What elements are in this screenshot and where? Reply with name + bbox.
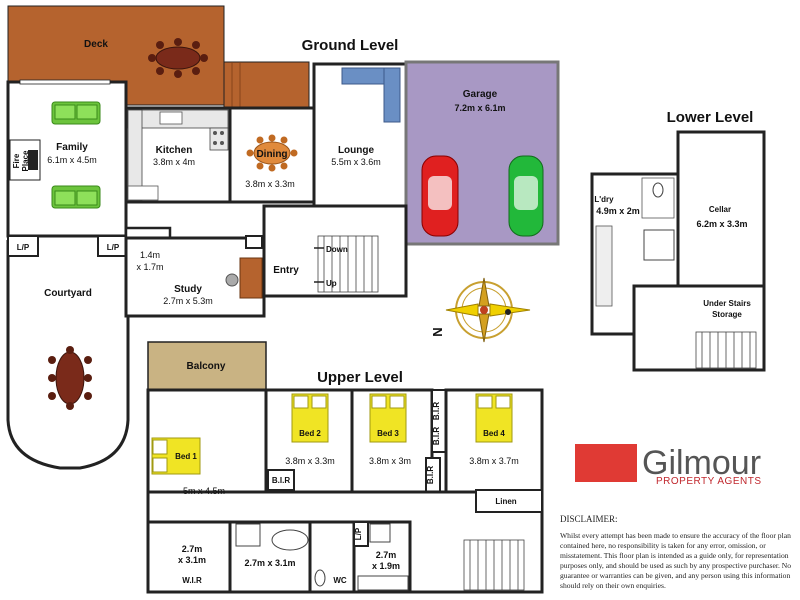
disclaimer-line: purposes only, and should be used as suc… — [560, 561, 791, 570]
red-car-icon — [421, 155, 459, 237]
wc-label: WC — [333, 576, 347, 585]
study-label: Study — [174, 284, 202, 295]
dining-table-icon — [246, 134, 298, 172]
bed1-label: Bed 1 — [175, 452, 197, 461]
disclaimer: DISCLAIMER: Whilst every attempt has bee… — [560, 514, 791, 590]
bathroom-dimension-2: x 1.9m — [372, 561, 400, 571]
disclaimer-line: misstatement. This floor plan is intende… — [560, 551, 789, 560]
under-stairs-label-1: Under Stairs — [703, 299, 751, 308]
bir-label-4: B.I.R — [426, 466, 435, 484]
upper-level-plan — [146, 341, 544, 594]
fireplace-label-1: Fire — [12, 153, 21, 168]
bed3-label: Bed 3 — [377, 429, 399, 438]
cellar-label: Cellar — [709, 205, 731, 214]
lower-level-plan — [590, 130, 766, 372]
garage-label: Garage — [463, 89, 498, 100]
brand-tagline: PROPERTY AGENTS — [656, 476, 762, 487]
bathroom-dimension-1: 2.7m — [376, 550, 397, 560]
bir-closet-1 — [267, 469, 295, 491]
lp-label-2: L/P — [107, 243, 120, 252]
compass-north-label: N — [430, 327, 445, 336]
bir-label-1: B.I.R — [272, 476, 290, 485]
dining-dimension: 3.8m x 3.3m — [245, 179, 295, 189]
upper-level-title: Upper Level — [317, 369, 403, 386]
corner-sofa-icon — [341, 67, 401, 123]
courtyard-table-icon — [48, 346, 92, 410]
bed4-label: Bed 4 — [483, 429, 505, 438]
powder-room-dimension-2: x 1.7m — [136, 262, 163, 272]
wir-label: W.I.R — [182, 576, 202, 585]
study-dimension: 2.7m x 5.3m — [163, 296, 213, 306]
disclaimer-line: contained here, no responsibility is tak… — [560, 541, 766, 550]
lp-label-1: L/P — [17, 243, 30, 252]
garage-dimension: 7.2m x 6.1m — [454, 103, 505, 113]
courtyard-label: Courtyard — [44, 288, 92, 299]
lounge-dimension: 5.5m x 3.6m — [331, 157, 381, 167]
disclaimer-line: Whilst every attempt has been made to en… — [560, 531, 791, 540]
disclaimer-line: should rely on their own enquiries. — [560, 581, 666, 590]
kitchen-label: Kitchen — [156, 145, 193, 156]
balcony-label: Balcony — [187, 361, 226, 372]
wir-room — [146, 520, 232, 594]
under-stairs-label-2: Storage — [712, 310, 742, 319]
disclaimer-title: DISCLAIMER: — [560, 514, 618, 524]
stairs-down-label: Down — [326, 245, 348, 254]
lp-cupboard-1 — [7, 235, 39, 257]
gilmour-logo: Gilmour PROPERTY AGENTS — [575, 444, 762, 487]
lp-cupboard-3 — [353, 521, 369, 547]
ground-level-title: Ground Level — [302, 37, 399, 54]
family-dimension: 6.1m x 4.5m — [47, 155, 97, 165]
brand-mark — [575, 444, 637, 482]
laundry-label: L'dry — [594, 195, 614, 204]
fireplace-label-2: Place — [21, 150, 30, 171]
laundry-dimension: 4.9m x 2m — [596, 206, 640, 216]
cellar-room — [676, 130, 766, 288]
lounge-label: Lounge — [338, 145, 375, 156]
green-car-icon — [508, 155, 544, 237]
ensuite-dimension: 2.7m x 3.1m — [244, 558, 295, 568]
wir-dimension-1: 2.7m — [182, 544, 203, 554]
stairs-up-label: Up — [326, 279, 337, 288]
bed1-dimension: 5m x 4.5m — [183, 486, 225, 496]
family-label: Family — [56, 142, 88, 153]
ground-level-plan — [6, 5, 560, 470]
bed3-dimension: 3.8m x 3m — [369, 456, 411, 466]
wir-dimension-2: x 3.1m — [178, 555, 206, 565]
deck-table-icon — [148, 38, 208, 78]
bed4-dimension: 3.8m x 3.7m — [469, 456, 519, 466]
bir-label-3: B.I.R — [432, 427, 441, 445]
cellar-dimension: 6.2m x 3.3m — [696, 219, 747, 229]
powder-room-dimension-1: 1.4m — [140, 250, 160, 260]
deck-label: Deck — [84, 39, 108, 50]
brand-name: Gilmour — [642, 444, 761, 482]
kitchen-dimension: 3.8m x 4m — [153, 157, 195, 167]
entry-label: Entry — [273, 265, 299, 276]
bed2-label: Bed 2 — [299, 429, 321, 438]
lp-label-3: L/P — [354, 527, 363, 540]
bed2-dimension: 3.8m x 3.3m — [285, 456, 335, 466]
sofa-icon — [51, 101, 101, 209]
deck-step — [223, 61, 310, 108]
bir-label-2: B.I.R — [432, 402, 441, 420]
lower-level-title: Lower Level — [667, 109, 754, 126]
dining-label: Dining — [256, 149, 287, 160]
linen-label: Linen — [495, 497, 516, 506]
compass-icon — [445, 277, 531, 343]
linen-cupboard — [475, 489, 543, 513]
disclaimer-line: guarantee or warranties can be given, an… — [560, 571, 790, 580]
